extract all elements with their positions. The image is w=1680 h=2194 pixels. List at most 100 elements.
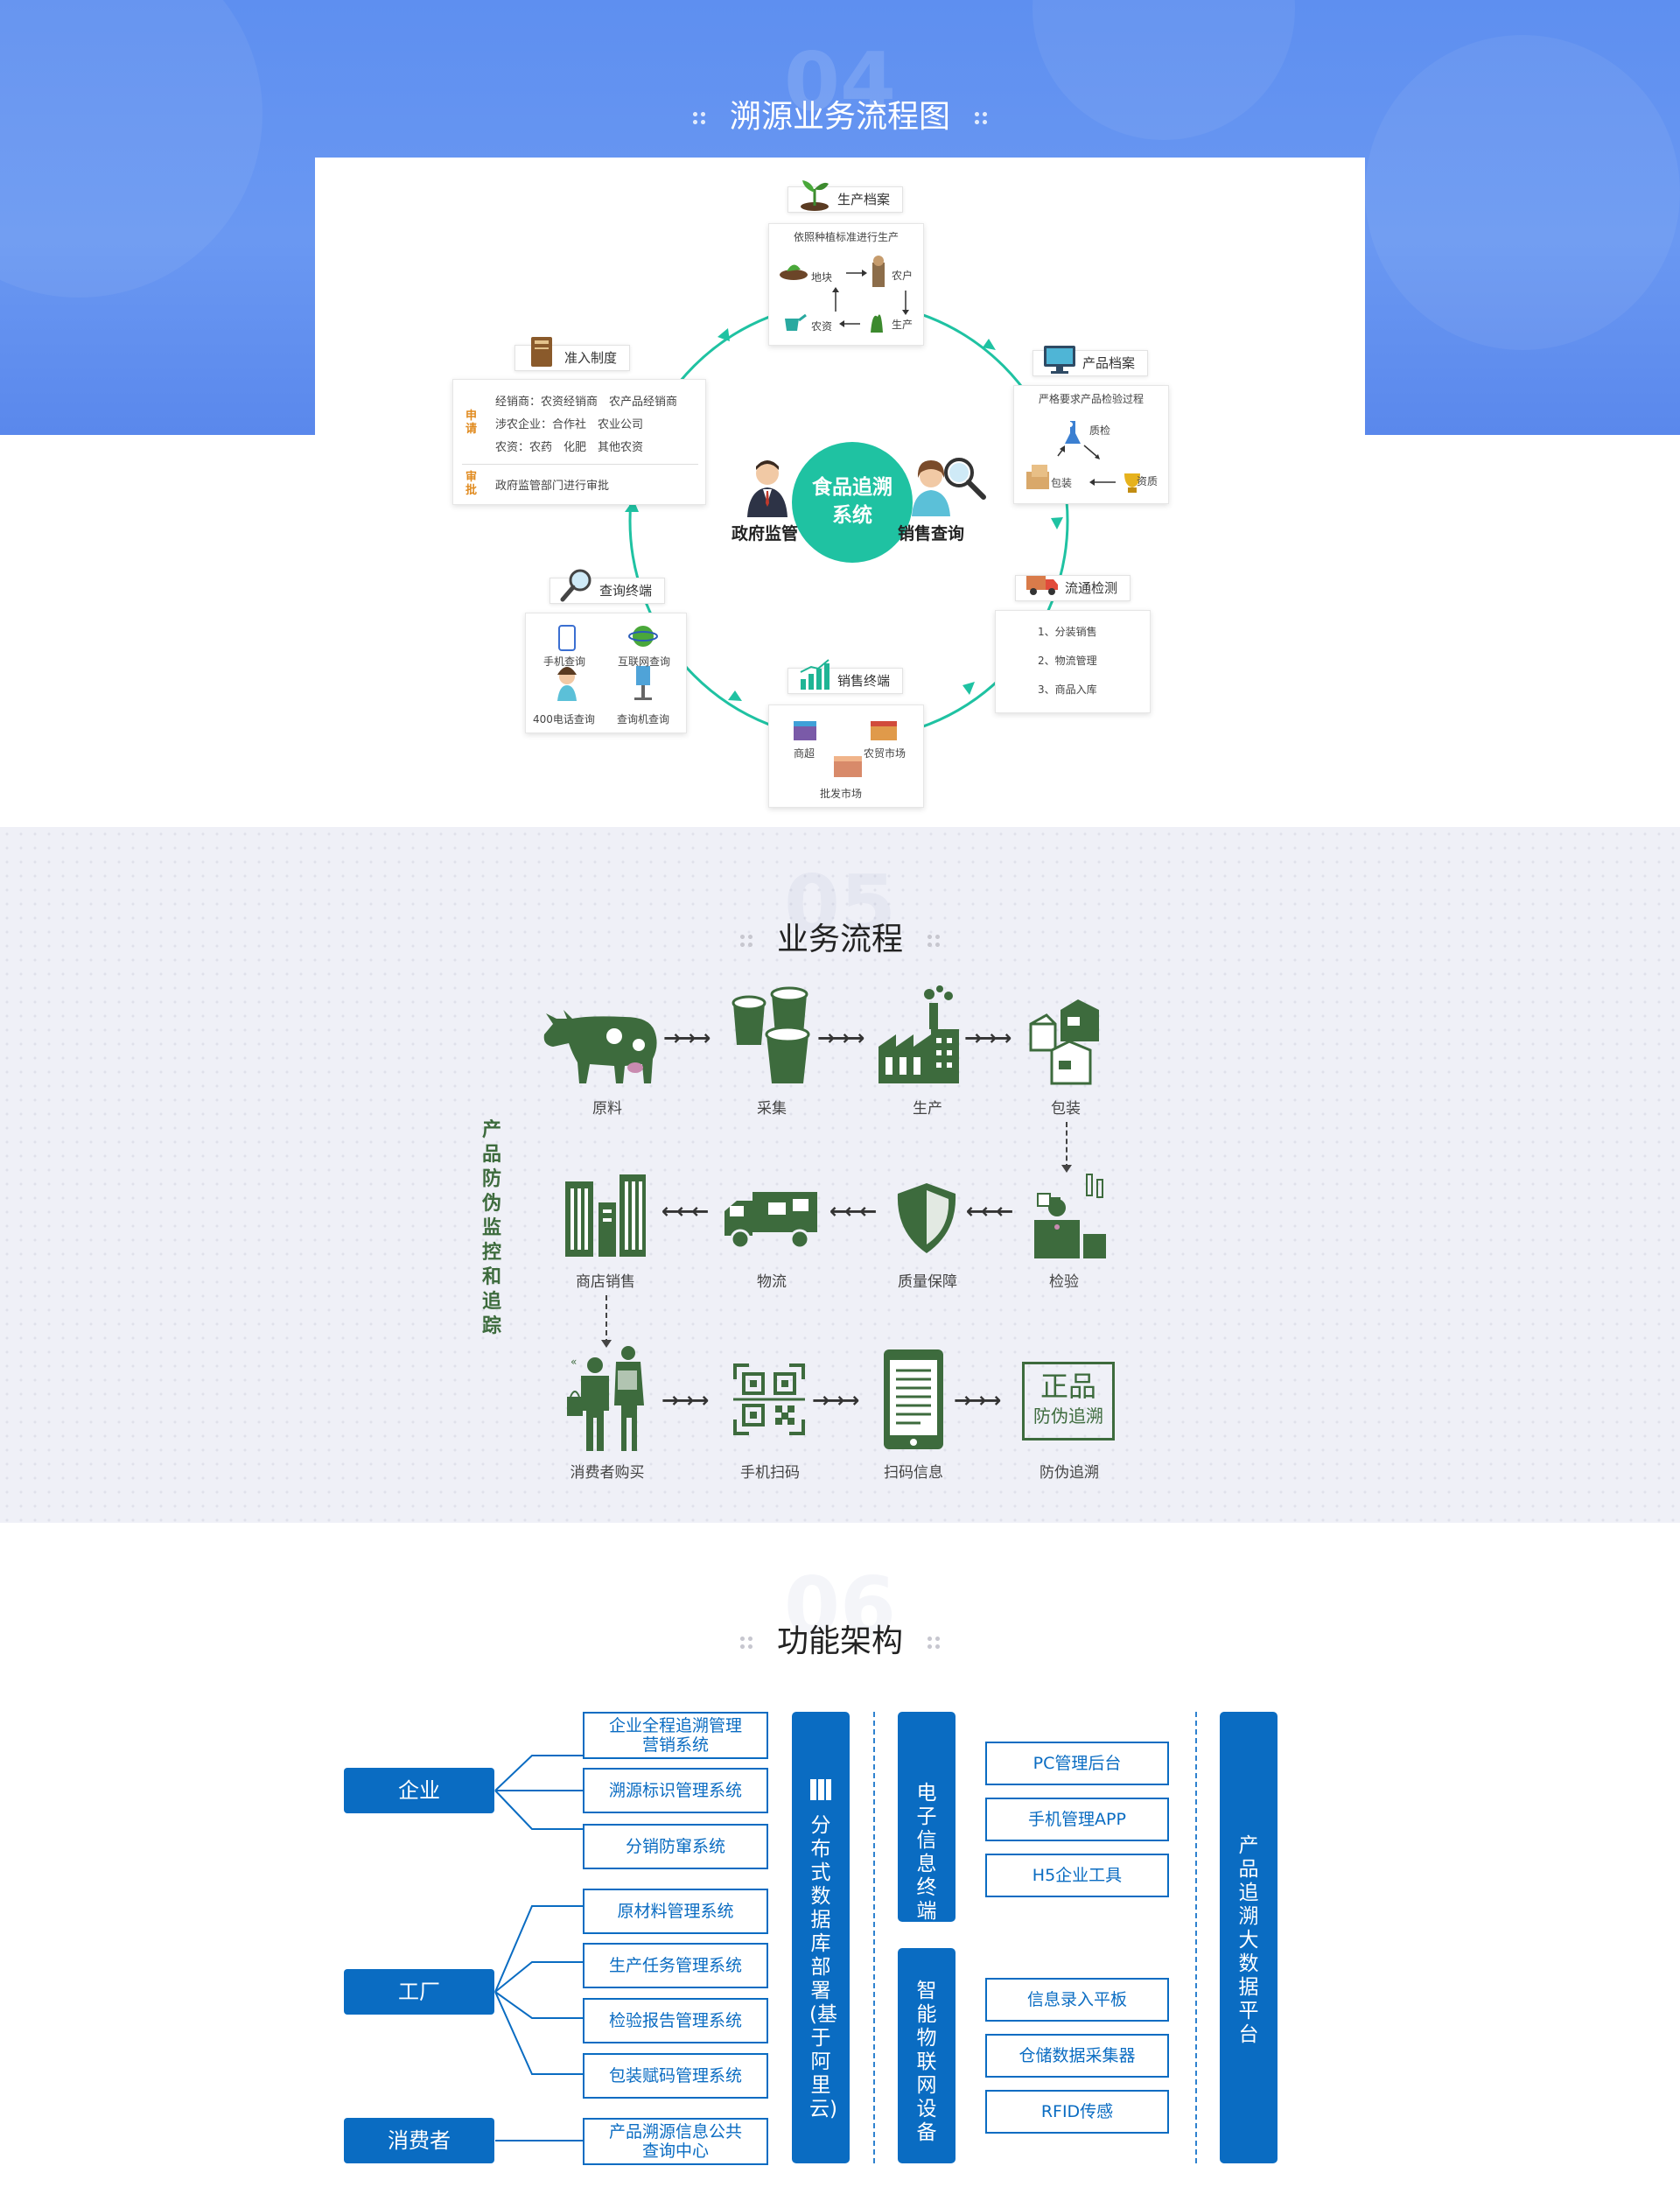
center-line1: 食品追溯	[812, 476, 892, 499]
logistics-label: 物流	[757, 1273, 787, 1291]
authentic-stamp-line1: 正品	[1040, 1370, 1096, 1403]
section1-number: 04	[783, 35, 897, 129]
pc-admin-box: PC管理后台	[985, 1742, 1169, 1785]
architecture-connectors	[494, 1755, 583, 2141]
section1-title: 溯源业务流程图	[534, 91, 1146, 137]
column-divider	[873, 1712, 875, 2163]
product-check-icons	[1026, 421, 1140, 493]
apply-line: 经销商：农资经销商 农产品经销商	[495, 396, 678, 409]
query-terminal-tag: 查询终端	[550, 569, 666, 604]
system-box: 分销防窜系统	[583, 1824, 768, 1869]
factory-icon	[878, 985, 959, 1083]
section3-title: 功能架构	[534, 1616, 1146, 1661]
section1-title-text: 溯源业务流程图	[729, 99, 950, 135]
hotline-query-label: 400电话查询	[533, 713, 595, 725]
server-icon	[810, 1779, 831, 1800]
section2-title: 业务流程	[534, 914, 1146, 959]
warehouse-collector-box: 仓储数据采集器	[985, 2034, 1169, 2078]
production-archive-card: 依照种植标准进行生产 地块 农户 农资 生产	[768, 223, 924, 346]
milk-buckets-icon	[732, 986, 810, 1083]
farm-supplies-label: 农资	[811, 320, 833, 333]
approve-line: 政府监管部门进行审批	[495, 480, 610, 493]
section2-background	[0, 827, 1680, 1523]
product-archive-caption: 严格要求产品检验过程	[1038, 393, 1144, 405]
flow-arrow-icon: →→→	[954, 1388, 1001, 1412]
packaging-label: 包装	[1051, 477, 1073, 489]
traceability-system-center: 食品追溯 系统	[792, 442, 913, 563]
flow-arrow-icon: →→→	[817, 1026, 864, 1050]
production-archive-tag-text: 生产档案	[837, 192, 891, 207]
card-divider	[462, 464, 698, 465]
dots-icon	[926, 1635, 942, 1651]
big-data-platform-column: 产品追溯大数据平台	[1220, 1712, 1278, 2163]
product-archive-tag-text: 产品档案	[1082, 355, 1136, 371]
store-building-icon	[565, 1174, 646, 1257]
flow-arrow-icon: →→→	[662, 1388, 709, 1412]
section3-title-text: 功能架构	[776, 1623, 903, 1659]
collection-label: 采集	[757, 1100, 787, 1118]
kiosk-query-label: 查询机查询	[617, 713, 670, 725]
sales-terminal-tag: 销售终端	[788, 659, 904, 694]
flow-arrow-icon: ←←←	[830, 1199, 877, 1223]
ring-arrow-icon	[728, 690, 742, 701]
ring-arrow-icon	[718, 328, 730, 341]
flow-arrow-icon: ←←←	[662, 1199, 709, 1223]
section3-number: 06	[783, 1560, 897, 1653]
system-box: 企业全程追溯管理营销系统	[583, 1712, 768, 1759]
database-column: 分布式数据库部署(基于阿里云)	[792, 1712, 850, 2163]
apply-line: 农资：农药 化肥 其他农资	[495, 441, 644, 454]
circulation-tag-text: 流通检测	[1065, 580, 1118, 596]
h5-tool-box: H5企业工具	[985, 1854, 1169, 1897]
qualification-label: 资质	[1137, 475, 1158, 487]
access-system-card: 申请 经销商：农资经销商 农产品经销商 涉农企业：合作社 农业公司 农资：农药 …	[452, 379, 706, 505]
plot-label: 地块	[811, 271, 833, 284]
milk-boxes-icon	[1029, 999, 1099, 1085]
iot-group-column: 智能物联网设备	[898, 1948, 956, 2163]
system-box: 溯源标识管理系统	[583, 1768, 768, 1813]
sales-query-label: 销售查询	[898, 524, 965, 543]
inspection-lab-icon	[1034, 1174, 1106, 1258]
circulation-card: 1、分装销售 2、物流管理 3、商品入库	[995, 610, 1151, 713]
iot-group-label: 智能物联网设备	[916, 1980, 937, 2144]
circulation-item: 2、物流管理	[1038, 655, 1097, 667]
ring-arrow-icon	[625, 500, 639, 512]
approve-label: 审批	[466, 471, 478, 497]
query-terminal-card: 手机查询 互联网查询 400电话查询 查询机查询	[525, 613, 687, 733]
system-box: 包装赋码管理系统	[583, 2053, 768, 2099]
smartphone-icon	[884, 1349, 943, 1449]
center-line2: 系统	[832, 504, 872, 527]
authentic-stamp-line2: 防伪追溯	[1033, 1405, 1103, 1426]
terminal-group-label: 电子信息终端	[916, 1782, 937, 1923]
monitor-icon	[1044, 346, 1075, 374]
flow-arrow-icon: →→→	[663, 1026, 710, 1050]
access-system-tag: 准入制度	[514, 337, 631, 371]
delivery-truck-icon	[724, 1192, 817, 1250]
sales-terminal-tag-text: 销售终端	[837, 673, 891, 689]
produce-label: 生产	[892, 319, 914, 331]
rfid-sensor-box: RFID传感	[985, 2090, 1169, 2134]
query-device-icons	[557, 625, 658, 701]
quality-assurance-label: 质量保障	[898, 1273, 957, 1291]
flow-arrow-icon: ←←←	[966, 1199, 1013, 1223]
database-label: 分布式数据库部署(基于阿里云)	[809, 1814, 837, 2120]
government-supervision-label: 政府监管	[732, 524, 799, 543]
magnifier-icon	[560, 569, 592, 602]
section2-title-text: 业务流程	[776, 922, 903, 957]
farmer-label: 农户	[892, 270, 914, 282]
farmers-market-label: 农贸市场	[864, 747, 906, 760]
supermarket-label: 商超	[794, 747, 816, 760]
production-cycle-icons	[780, 256, 909, 333]
column-divider	[1195, 1712, 1197, 2163]
truck-icon	[1026, 576, 1058, 595]
mobile-app-box: 手机管理APP	[985, 1798, 1169, 1841]
cow-icon	[543, 1010, 657, 1083]
mobile-scan-label: 手机扫码	[740, 1464, 800, 1482]
internet-query-label: 互联网查询	[618, 655, 671, 668]
query-terminal-tag-text: 查询终端	[599, 583, 653, 599]
anti-counterfeit-side-label: 产品防伪监控和追踪	[481, 1119, 501, 1337]
anti-counterfeit-label: 防伪追溯	[1040, 1464, 1099, 1482]
official-avatar-icon	[747, 460, 788, 517]
dots-icon	[973, 110, 989, 126]
enterprise-box: 企业	[344, 1768, 494, 1813]
consumer-box: 消费者	[344, 2118, 494, 2163]
